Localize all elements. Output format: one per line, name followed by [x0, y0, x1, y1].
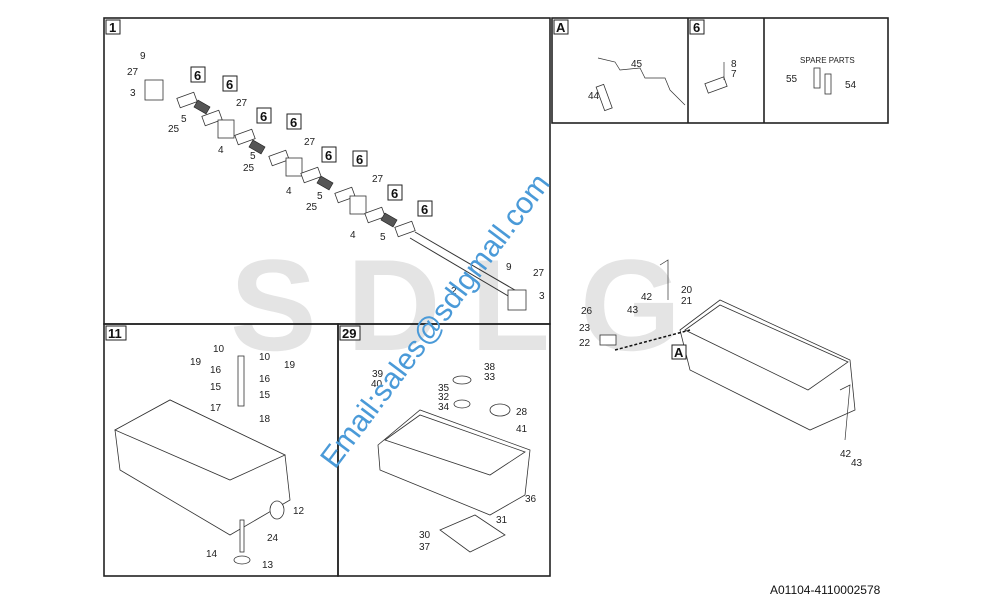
callout-label: 34: [438, 402, 450, 413]
callout-label: A: [556, 20, 566, 35]
callout-label: 28: [516, 407, 528, 418]
callout-label: 24: [267, 533, 279, 544]
panel-6-parts: 8 7: [704, 59, 737, 94]
callout-label: 22: [579, 338, 591, 349]
callout-label: A: [674, 345, 684, 360]
callout-label: 4: [218, 145, 224, 156]
callout-label: 27: [533, 268, 545, 279]
spare-parts: SPARE PARTS 55 54: [786, 56, 857, 95]
callout-label: 43: [851, 458, 863, 469]
callout-label: 6: [290, 115, 297, 130]
callout-label: 4: [350, 230, 356, 241]
callout-label: 36: [525, 494, 537, 505]
callout-label: 35: [438, 383, 450, 394]
callout-label: 9: [506, 262, 512, 273]
callout-label: 13: [262, 560, 274, 571]
callout-label: 23: [579, 323, 591, 334]
rocker-shaft-assembly: [144, 79, 527, 311]
callout-label: 25: [168, 124, 180, 135]
callout-label: 5: [181, 114, 187, 125]
callout-label: 9: [140, 51, 146, 62]
panel-tag-6: 6: [689, 19, 705, 35]
callout-label: 27: [127, 67, 139, 78]
callout-label: 33: [484, 372, 496, 383]
valve-cover-panel-29: 39 40 38 33 35 32 34 28 41 36 31 30 37: [371, 362, 537, 553]
callout-label: 4: [286, 186, 292, 197]
callout-label: 6: [325, 148, 332, 163]
callout-label: 6: [194, 68, 201, 83]
callout-label: 25: [243, 163, 255, 174]
callout-label: 5: [380, 232, 386, 243]
callout-label: 6: [421, 202, 428, 217]
panel-1-callouts: 9 27 3 27 5 25 4 27 5 25 4 27 5 25 4 5 2…: [127, 51, 545, 302]
cylinder-head-panel-11: 10 10 19 19 16 16 15 15 17 18 12 24 14 1…: [114, 344, 305, 571]
callout-label: 27: [304, 137, 316, 148]
callout-label: 25: [306, 202, 318, 213]
panel-tag-1: 1: [105, 19, 121, 35]
callout-label: 20: [681, 285, 693, 296]
callout-label: 27: [236, 98, 248, 109]
callout-label: 10: [259, 352, 271, 363]
callout-label: 55: [786, 74, 798, 85]
callout-label: 42: [641, 292, 653, 303]
panel-tag-29: 29: [339, 325, 361, 341]
callout-label: 6: [356, 152, 363, 167]
callout-label: 19: [284, 360, 296, 371]
panel-tag-11: 11: [105, 325, 127, 341]
panel-29-frame: [337, 323, 551, 577]
callout-label: 21: [681, 296, 693, 307]
panel-A-parts: 45 44: [588, 57, 686, 112]
callout-label: 41: [516, 424, 528, 435]
callout-label: 11: [108, 326, 122, 341]
callout-label: 15: [259, 390, 271, 401]
callout-label: 29: [342, 326, 356, 341]
top-right-frame: [551, 17, 889, 124]
callout-label: 16: [210, 365, 222, 376]
callout-label: 16: [259, 374, 271, 385]
callout-label: 3: [130, 88, 136, 99]
callout-label: 39: [372, 369, 384, 380]
drawing-number: A01104-4110002578: [770, 583, 881, 597]
callout-label: 31: [496, 515, 508, 526]
callout-label: 14: [206, 549, 218, 560]
sub-assembly-refs: 6 6 6 6 6 6 6 6: [190, 66, 433, 217]
callout-label: 5: [250, 151, 256, 162]
callout-label: 8: [731, 59, 737, 70]
callout-label: 12: [293, 506, 305, 517]
callout-label: 15: [210, 382, 222, 393]
callout-label: 32: [438, 392, 450, 403]
callout-label: 27: [372, 174, 384, 185]
callout-label: 10: [213, 344, 225, 355]
panel-tag-A: A: [553, 19, 569, 35]
sdlg-logo: SDLG: [230, 232, 711, 378]
callout-label: 54: [845, 80, 857, 91]
callout-label: 18: [259, 414, 271, 425]
callout-label: SPARE PARTS: [800, 56, 855, 65]
callout-label: 2: [451, 286, 457, 297]
callout-label: 1: [109, 20, 116, 35]
callout-label: 45: [631, 59, 643, 70]
callout-label: 44: [588, 91, 600, 102]
cylinder-head-assembly: 20 21 42 26 43 23 22 42 43 A: [579, 259, 863, 469]
callout-label: 5: [317, 191, 323, 202]
callout-label: 6: [693, 20, 700, 35]
callout-label: 26: [581, 306, 593, 317]
callout-label: 40: [371, 379, 383, 390]
callout-label: 6: [260, 109, 267, 124]
callout-label: 6: [391, 186, 398, 201]
callout-label: 42: [840, 449, 852, 460]
callout-label: 3: [539, 291, 545, 302]
callout-label: 7: [731, 69, 737, 80]
callout-label: 19: [190, 357, 202, 368]
callout-label: 6: [226, 77, 233, 92]
callout-label: 37: [419, 542, 431, 553]
callout-label: 38: [484, 362, 496, 373]
callout-label: 30: [419, 530, 431, 541]
callout-label: 43: [627, 305, 639, 316]
callout-label: 17: [210, 403, 222, 414]
